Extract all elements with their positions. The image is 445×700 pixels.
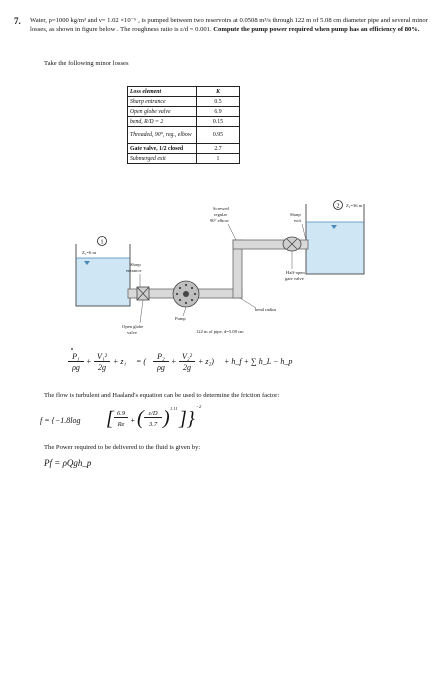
- eq-den: ρg: [72, 363, 80, 372]
- frac2-den: 3.7: [148, 421, 158, 428]
- eq-den: 2g: [183, 363, 191, 372]
- eq-z2: + z₂): [198, 357, 214, 366]
- frac1-num: 6.9: [114, 410, 128, 418]
- eq-v2: V₂²: [179, 352, 195, 362]
- water-level-icon: [84, 261, 90, 265]
- table-row: Submerged exit 1: [127, 153, 240, 164]
- eq-den: ρg: [157, 363, 165, 372]
- exp-outer: −2: [196, 404, 202, 409]
- elbow-label: 90° elbow: [210, 218, 229, 223]
- pump-icon: [172, 280, 200, 308]
- paren-close: ): [163, 407, 170, 429]
- eq-v1: V₁²: [94, 352, 110, 362]
- eq-den: 2g: [98, 363, 106, 372]
- eq-tail: + h_f + ∑ h_L − h_p: [224, 357, 293, 366]
- open-globe-label: Open globe: [122, 324, 143, 329]
- power-text: The Power required to be delivered to th…: [44, 444, 201, 451]
- losses-intro: Take the following minor losses: [44, 60, 129, 67]
- gate-valve-label: gate valve: [285, 276, 304, 281]
- water-level-icon: [331, 225, 337, 229]
- point-1-marker: 1: [97, 236, 107, 246]
- leader-lines: [139, 223, 307, 324]
- exit-label: exit: [294, 218, 302, 223]
- open-globe-valve: [136, 286, 150, 301]
- power-equation: Pf = ρQgh_p: [44, 458, 92, 468]
- bend-label: bend radius: [255, 307, 277, 312]
- question-number: 7.: [14, 16, 21, 26]
- eq-equals: = (: [136, 357, 147, 366]
- haaland-lhs: f = {−1.8log: [40, 416, 81, 425]
- bracket-open: [: [106, 408, 114, 430]
- eq-plus: +: [171, 357, 177, 366]
- minor-losses-table: Loss element K Sharp entrance 0.5 Open g…: [127, 86, 240, 164]
- frac1-den: Re: [117, 421, 125, 428]
- exp-inner: 1.11: [170, 406, 178, 411]
- flow-text: The flow is turbulent and Haaland's equa…: [44, 392, 280, 399]
- eq-p1: P₁: [68, 352, 84, 362]
- sharp-entrance-label: entrance: [126, 268, 142, 273]
- sharp-entrance-label: Sharp: [130, 262, 141, 267]
- z1-label: Z₁=6 m: [82, 250, 96, 255]
- problem-text: Water, ρ=1000 kg/m³ and ν= 1.02 ×10⁻⁶ , …: [30, 17, 428, 33]
- point-1-label: 1: [101, 240, 104, 246]
- open-globe-label: valve: [127, 330, 137, 335]
- point-2-marker: 2: [333, 200, 343, 210]
- pump-label: Pump: [175, 316, 186, 321]
- gate-valve: [282, 236, 302, 252]
- problem-task: Compute the pump power required when pum…: [213, 26, 420, 33]
- elbow-label: Screwed: [213, 206, 230, 211]
- eq-p2: P₂: [153, 352, 169, 362]
- energy-equation: P₁ ρg + V₁² 2g + z₁ = ( P₂ ρg + V₂² 2g +…: [68, 352, 368, 380]
- haaland-plus: +: [130, 416, 136, 425]
- pipe-network: [127, 239, 309, 299]
- haaland-equation: f = {−1.8log [ 6.9 Re + ( ε/D 3.7 ) 1.11…: [40, 404, 240, 438]
- eq-plus: +: [86, 357, 92, 366]
- pipe-label: 122 m of pipe, d=5.08 cm: [196, 329, 244, 335]
- bracket-close: ]}: [179, 408, 195, 430]
- left-reservoir: [75, 244, 131, 307]
- problem-statement: Water, ρ=1000 kg/m³ and ν= 1.02 ×10⁻⁶ , …: [30, 16, 432, 34]
- eq-z1: + z₁: [113, 357, 127, 366]
- bullet-dot: [71, 348, 73, 350]
- exit-label: Sharp: [290, 212, 301, 217]
- z2-label: Z₂=36 m: [346, 203, 363, 208]
- elbow-label: regular: [214, 212, 227, 217]
- paren-open: (: [137, 407, 144, 429]
- gate-valve-label: Half-open: [286, 270, 305, 275]
- frac2-num: ε/D: [144, 410, 162, 418]
- loss-k: 1: [196, 153, 240, 164]
- point-2-label: 2: [337, 204, 340, 210]
- right-reservoir: [305, 204, 365, 275]
